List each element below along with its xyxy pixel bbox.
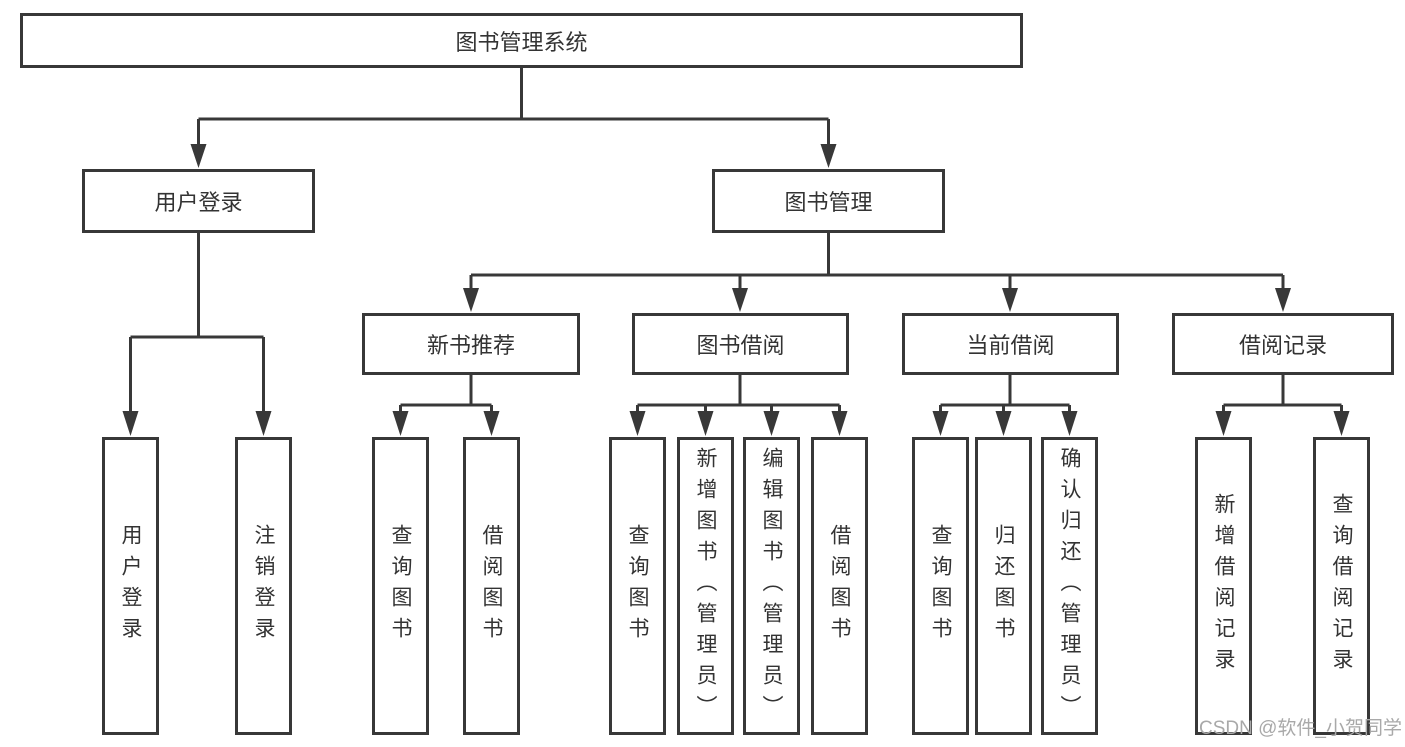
node-new-book-recommend: 新书推荐 xyxy=(362,313,580,375)
node-borrowing-records: 借阅记录 xyxy=(1172,313,1394,375)
leaf-user-login: 用户登录 xyxy=(102,437,159,735)
leaf-confirm-return-admin: 确认归还（管理员） xyxy=(1041,437,1098,735)
leaf-add-borrow-record: 新增借阅记录 xyxy=(1195,437,1252,735)
leaf-borrow-books: 借阅图书 xyxy=(463,437,520,735)
node-book-management-system: 图书管理系统 xyxy=(20,13,1023,68)
leaf-return-books: 归还图书 xyxy=(975,437,1032,735)
leaf-logout: 注销登录 xyxy=(235,437,292,735)
node-current-borrowing: 当前借阅 xyxy=(902,313,1119,375)
leaf-query-borrow-record: 查询借阅记录 xyxy=(1313,437,1370,735)
node-user-login-group: 用户登录 xyxy=(82,169,315,233)
node-book-borrowing: 图书借阅 xyxy=(632,313,849,375)
node-book-management-group: 图书管理 xyxy=(712,169,945,233)
leaf-query-books: 查询图书 xyxy=(609,437,666,735)
arrowheads xyxy=(122,144,1350,436)
leaf-add-books-admin: 新增图书（管理员） xyxy=(677,437,734,735)
leaf-edit-books-admin: 编辑图书（管理员） xyxy=(743,437,800,735)
leaf-query-books: 查询图书 xyxy=(372,437,429,735)
leaf-borrow-books: 借阅图书 xyxy=(811,437,868,735)
leaf-query-books: 查询图书 xyxy=(912,437,969,735)
csdn-watermark: CSDN @软件_小贺同学 xyxy=(1199,718,1402,739)
